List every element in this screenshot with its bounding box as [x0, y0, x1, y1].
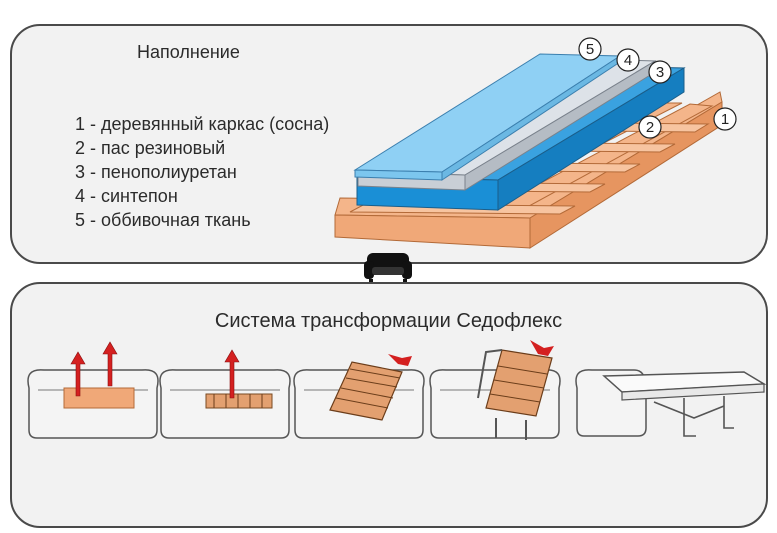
step-1: [27, 341, 159, 439]
step-3: [293, 354, 425, 439]
legend-item-fabric: 5 - оббивочная ткань: [75, 210, 251, 230]
legend-item-frame: 1 - деревянный каркас (сосна): [75, 114, 330, 134]
layer-number-5: 5: [578, 37, 602, 61]
svg-text:2: 2: [646, 119, 654, 136]
legend-item-rubber-straps: 2 - пас резиновый: [75, 138, 226, 158]
layer-number-4: 4: [616, 48, 640, 72]
legend-item-foam: 3 - пенополиуретан: [75, 162, 237, 182]
up-arrow-icon: [70, 341, 118, 397]
svg-text:4: 4: [624, 52, 632, 69]
layer-number-3: 3: [648, 60, 672, 84]
svg-text:5: 5: [586, 41, 594, 58]
layer-number-1: 1: [713, 107, 737, 131]
step-4: [429, 340, 561, 440]
layer-number-2: 2: [638, 115, 662, 139]
svg-text:3: 3: [656, 64, 664, 81]
up-arrow-icon: [224, 349, 240, 399]
svg-text:1: 1: [721, 111, 729, 128]
step-5: [575, 369, 767, 437]
legend-item-padding: 4 - синтепон: [75, 186, 178, 206]
step-2: [159, 349, 291, 439]
filling-title: Наполнение: [137, 42, 240, 62]
filling-legend: 1 - деревянный каркас (сосна) 2 - пас ре…: [75, 112, 329, 232]
transformation-title: Система трансформации Седофлекс: [214, 310, 563, 332]
